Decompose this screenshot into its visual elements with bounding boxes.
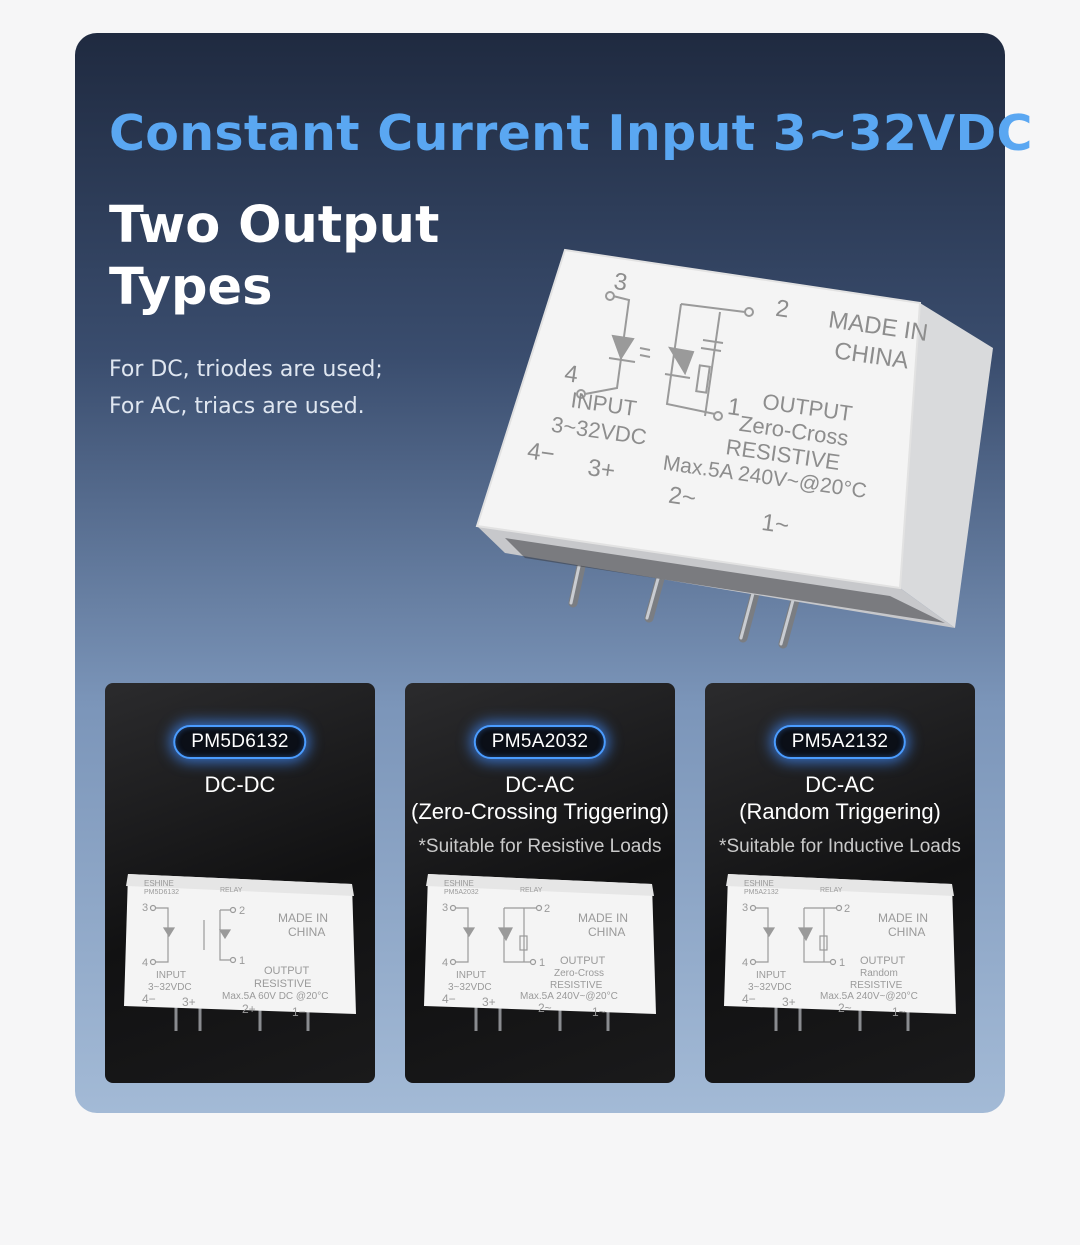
relay-china: CHINA [288,925,325,939]
main-panel: Constant Current Input 3~32VDC Two Outpu… [75,33,1032,1113]
card-title-line: DC-AC [505,772,575,797]
relay-brand: ESHINE [144,879,174,888]
hero-term-2: 2~ [667,482,698,513]
hero-relay-drawing: 3 4 2 1 MADE IN CHINA INPUT 3~32VDC OUTP… [475,248,993,649]
relay-type: RELAY [820,887,843,894]
relay-rating: Max.5A 60V DC @20°C [222,991,328,1002]
svg-text:4: 4 [742,957,748,969]
hero-term-4: 4− [526,438,557,469]
svg-text:3: 3 [142,902,148,914]
hero-term-3: 3+ [586,454,617,485]
relay-term-2: 2~ [538,1001,552,1015]
svg-text:4: 4 [142,957,148,969]
relay-term-3: 3+ [182,995,196,1009]
hero-relay-image: 3 4 2 1 MADE IN CHINA INPUT 3~32VDC OUTP… [385,208,993,649]
svg-text:1: 1 [539,957,545,969]
relay-top-face [475,248,922,590]
svg-text:1: 1 [239,955,245,967]
relay-term-2: 2+ [242,1002,256,1016]
svg-text:2: 2 [844,903,850,915]
relay-made-in: MADE IN [878,911,928,925]
product-card-pm5a2132: PM5A2132 DC-AC (Random Triggering) *Suit… [705,683,975,1083]
hero-term-1: 1~ [760,509,791,540]
relay-output-load: RESISTIVE [254,978,311,990]
relay-input-label: INPUT [156,970,186,981]
relay-output-label: OUTPUT [264,965,310,977]
relay-input-label: INPUT [456,970,486,981]
relay-rating: Max.5A 240V~@20°C [520,991,618,1002]
description: For DC, triodes are used; For AC, triacs… [109,351,429,425]
relay-input-voltage: 3~32VDC [448,982,492,993]
relay-rating: Max.5A 240V~@20°C [820,991,918,1002]
relay-output-load: RESISTIVE [550,980,603,991]
card-title-line: DC-AC [805,772,875,797]
relay-side [900,303,993,628]
relay-type: RELAY [220,887,243,894]
hero-pin4-label: 4 [563,360,580,389]
relay-output-load: RESISTIVE [850,980,903,991]
card-note: *Suitable for Resistive Loads [418,836,662,857]
hero-pin2-label: 2 [774,295,791,324]
relay-term-1: 1~ [592,1005,606,1019]
svg-text:4: 4 [442,957,448,969]
relay-model: PM5A2032 [444,889,479,896]
svg-text:1: 1 [839,957,845,969]
relay-term-4: 4− [442,992,456,1006]
relay-brand: ESHINE [744,879,774,888]
svg-text:2: 2 [239,905,245,917]
relay-output-type: Zero-Cross [554,968,604,979]
description-line-ac: For AC, triacs are used. [109,394,365,419]
relay-china: CHINA [588,925,625,939]
relay-input-voltage: 3~32VDC [748,982,792,993]
svg-text:3: 3 [742,902,748,914]
relay-china: CHINA [888,925,925,939]
relay-made-in: MADE IN [278,911,328,925]
relay-term-3: 3+ [782,995,796,1009]
relay-term-1: 1~ [892,1005,906,1019]
card-note: *Suitable for Inductive Loads [719,836,961,857]
relay-term-2: 2~ [838,1001,852,1015]
relay-output-label: OUTPUT [560,955,606,967]
relay-term-3: 3+ [482,995,496,1009]
card-title: DC-DC [105,771,375,798]
svg-text:2: 2 [544,903,550,915]
product-card-pm5a2032: PM5A2032 DC-AC (Zero-Crossing Triggering… [405,683,675,1083]
relay-input-label: INPUT [756,970,786,981]
relay-brand: ESHINE [444,879,474,888]
subheadline: Two Output Types [109,196,440,317]
relay-term-1: 1− [292,1005,306,1019]
relay-term-4: 4− [742,992,756,1006]
model-badge: PM5A2032 [473,725,607,759]
hero-pin3-label: 3 [612,268,629,297]
description-line-dc: For DC, triodes are used; [109,357,383,382]
hero-pin1-label: 1 [726,393,743,422]
relay-term-4: 4− [142,992,156,1006]
relay-model: PM5A2132 [744,889,779,896]
model-badge: PM5D6132 [173,725,307,759]
card-relay-image: ESHINE PM5A2132 RELAY 3 4 2 1 MADE IN CH… [720,866,960,1046]
card-title-line: DC-DC [204,772,276,797]
relay-type: RELAY [520,887,543,894]
card-title-line: (Random Triggering) [739,799,941,824]
card-relay-image: ESHINE PM5D6132 RELAY 3 4 2 1 MADE IN CH… [120,866,360,1046]
card-title: DC-AC (Random Triggering) [705,771,975,825]
model-badge: PM5A2132 [773,725,907,759]
relay-model: PM5D6132 [144,889,179,896]
relay-made-in: MADE IN [578,911,628,925]
relay-input-voltage: 3~32VDC [148,982,192,993]
headline: Constant Current Input 3~32VDC [109,105,1033,162]
product-cards: PM5D6132 DC-DC ESHINE PM5D6132 RELAY [105,683,975,1083]
card-title: DC-AC (Zero-Crossing Triggering) [405,771,675,825]
card-title-line: (Zero-Crossing Triggering) [411,799,669,824]
svg-text:3: 3 [442,902,448,914]
product-card-pm5d6132: PM5D6132 DC-DC ESHINE PM5D6132 RELAY [105,683,375,1083]
relay-output-type: Random [860,968,898,979]
card-relay-image: ESHINE PM5A2032 RELAY 3 4 2 1 MADE IN CH… [420,866,660,1046]
relay-output-label: OUTPUT [860,955,906,967]
